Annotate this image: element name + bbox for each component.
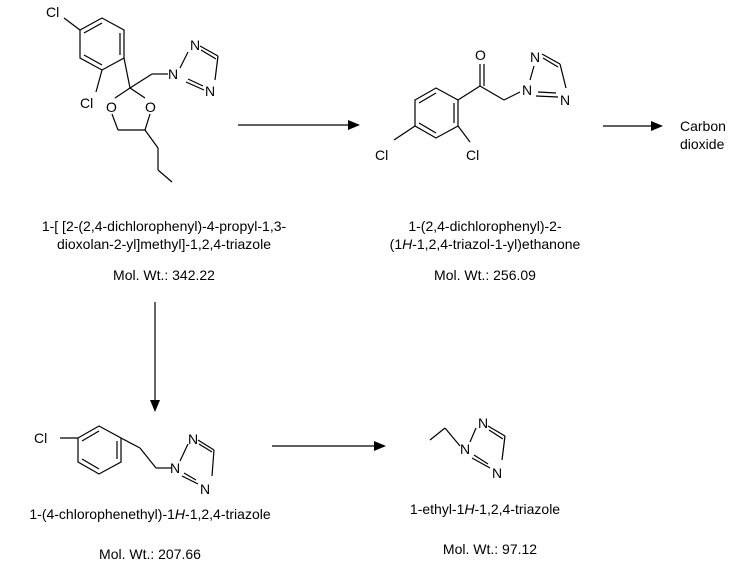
parent-n3: N — [205, 83, 215, 99]
parent-cl-bottom: Cl — [80, 95, 93, 111]
chlorophenethyl-n2: N — [188, 431, 198, 447]
parent-name: 1-[ [2-(2,4-dichlorophenyl)-4-propyl-1,3… — [14, 217, 314, 253]
chlorophenethyl-n1: N — [170, 460, 180, 476]
chlorophenethyl-n3: N — [200, 481, 210, 497]
ketone-cl-right: Cl — [466, 147, 479, 163]
parent-n2: N — [190, 37, 200, 53]
ketone-structure: Cl Cl O N N N — [375, 47, 570, 163]
ethyltriazole-n2: N — [478, 415, 488, 431]
ketone-o: O — [475, 47, 486, 63]
parent-cl-top: Cl — [46, 4, 59, 20]
parent-o-right: O — [145, 99, 156, 115]
chlorophenethyl-cl: Cl — [34, 430, 47, 446]
arrow-chlorophenethyl-to-ethyltriazole — [272, 441, 386, 451]
chlorophenethyl-mw: Mol. Wt.: 207.66 — [99, 546, 201, 562]
ketone-mw: Mol. Wt.: 256.09 — [434, 267, 536, 283]
ketone-cl-left: Cl — [375, 147, 388, 163]
arrow-ketone-to-co2 — [603, 121, 663, 131]
co2-line2: dioxide — [680, 136, 725, 152]
ketone-n2: N — [530, 49, 540, 65]
ethyltriazole-n3: N — [492, 465, 502, 481]
parent-mw: Mol. Wt.: 342.22 — [113, 267, 215, 283]
ketone-n1: N — [522, 82, 532, 98]
ethyltriazole-n1: N — [460, 441, 470, 457]
ethyltriazole-structure: N N N — [429, 415, 506, 481]
parent-structure: Cl Cl O O N N N — [46, 4, 219, 183]
arrow-parent-to-chlorophenethyl — [150, 302, 160, 412]
arrow-parent-to-ketone — [238, 120, 360, 130]
ketone-name-line1: 1-(2,4-dichlorophenyl)-2- — [408, 218, 562, 234]
chlorophenethyl-name: 1-(4-chlorophenethyl)-1H-1,2,4-triazole — [29, 506, 271, 522]
ethyltriazole-mw: Mol. Wt.: 97.12 — [442, 541, 538, 557]
co2-line1: Carbon — [680, 118, 726, 134]
ethyltriazole-name: 1-ethyl-1H-1,2,4-triazole — [409, 501, 561, 517]
ketone-n3: N — [560, 92, 570, 108]
ketone-name-line2: (1H-1,2,4-triazol-1-yl)ethanone — [389, 236, 581, 252]
ketone-name: 1-(2,4-dichlorophenyl)-2- (1H-1,2,4-tria… — [370, 217, 600, 253]
parent-name-line2: dioxolan-2-yl]methyl]-1,2,4-triazole — [57, 236, 271, 252]
parent-name-line1: 1-[ [2-(2,4-dichlorophenyl)-4-propyl-1,3… — [41, 218, 287, 234]
parent-o-left: O — [106, 99, 117, 115]
chlorophenethyl-structure: Cl N N N — [34, 425, 215, 497]
co2-label: Carbon dioxide — [680, 117, 740, 153]
parent-n1: N — [168, 66, 178, 82]
